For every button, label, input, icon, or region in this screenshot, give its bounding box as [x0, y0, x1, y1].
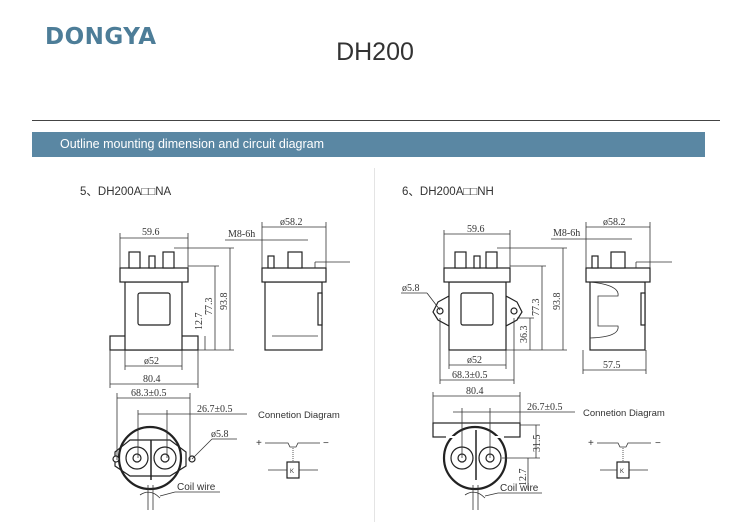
page-title: DH200 [336, 38, 414, 66]
dim-width-top: 59.6 [142, 227, 160, 238]
dim-height-terminal: 77.3 [531, 299, 542, 317]
right-side-view: ø58.2 M8-6h 57.5 [551, 217, 672, 374]
right-bottom-view: 80.4 26.7±0.5 31.5 12.7 Coil wire [432, 386, 575, 510]
left-bottom-view: 68.3±0.5 26.7±0.5 ø5.8 Coil wire [112, 388, 247, 510]
dim-height-terminal: 77.3 [204, 298, 215, 316]
section-banner: Outline mounting dimension and circuit d… [32, 132, 705, 157]
dim-base-width: 80.4 [143, 374, 161, 385]
coil-label: K [620, 469, 624, 475]
right-front-view: 59.6 93.8 77.3 36.3 ø5.8 ø52 68.3±0.5 [401, 224, 567, 384]
plus-sign: + [588, 438, 594, 449]
coil-label: K [290, 469, 294, 475]
coil-wire-label: Coil wire [177, 482, 216, 493]
brand-logo: DONGYA [45, 24, 157, 50]
left-connection-diagram: Connetion Diagram + − K [256, 410, 340, 479]
dim-thread: M8-6h [228, 229, 255, 240]
dim-body-dia: ø52 [144, 356, 159, 367]
right-connection-diagram: Connetion Diagram + − K [583, 408, 665, 479]
dim-side-width: 57.5 [603, 360, 621, 371]
dim-ear-height: 36.3 [519, 326, 530, 344]
dim-hole-dia: ø5.8 [402, 283, 420, 294]
dim-flange-height: 12.7 [194, 313, 205, 331]
dim-terminal-pitch: 26.7±0.5 [197, 404, 233, 415]
column-divider [374, 168, 375, 522]
dim-terminal-pitch: 26.7±0.5 [527, 402, 563, 413]
left-model-title: 5、DH200A□□NA [80, 186, 172, 198]
dim-thread: M8-6h [553, 228, 580, 239]
plus-sign: + [256, 438, 262, 449]
dim-hole-pitch: 68.3±0.5 [452, 370, 488, 381]
connection-title: Connetion Diagram [258, 410, 340, 421]
dim-side-dia: ø58.2 [280, 217, 303, 228]
minus-sign: − [323, 438, 329, 449]
dim-base-width: 80.4 [466, 386, 484, 397]
minus-sign: − [655, 438, 661, 449]
right-model-title: 6、DH200A□□NH [402, 186, 494, 198]
dim-width-top: 59.6 [467, 224, 485, 235]
dim-side-dia: ø58.2 [603, 217, 626, 228]
dim-height-12: 12.7 [518, 469, 529, 487]
dim-body-dia: ø52 [467, 355, 482, 366]
dim-hole-pitch: 68.3±0.5 [131, 388, 167, 399]
left-side-view: ø58.2 M8-6h [225, 217, 350, 351]
dim-height-total: 93.8 [552, 293, 563, 311]
left-front-view: 59.6 93.8 77.3 12.7 ø52 80.4 [109, 227, 234, 388]
header-divider [32, 120, 720, 121]
coil-wire-label: Coil wire [500, 483, 539, 494]
dim-height-31: 31.5 [532, 435, 543, 453]
connection-title: Connetion Diagram [583, 408, 665, 419]
dim-hole-dia: ø5.8 [211, 429, 229, 440]
dim-height-total: 93.8 [219, 293, 230, 311]
